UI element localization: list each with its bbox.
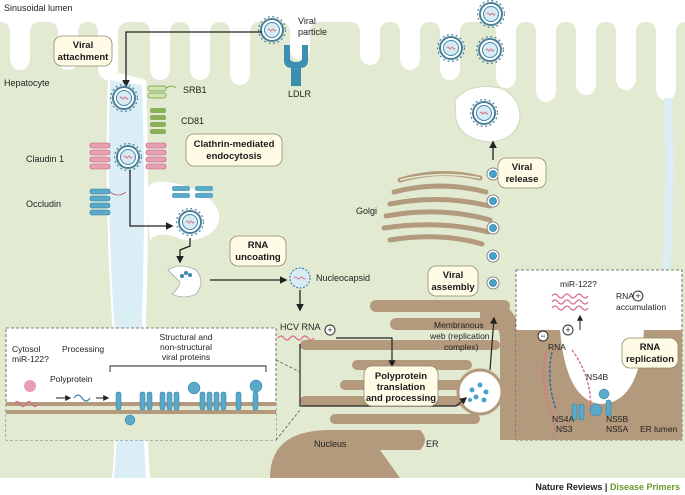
viral-attachment-line2: attachment	[58, 52, 110, 63]
label-ns3: NS3	[556, 424, 573, 434]
transport-vesicle-icon	[486, 194, 500, 208]
label-membranous-1: Membranous	[434, 320, 484, 330]
label-structural-1: Structural and	[160, 332, 213, 342]
polyprotein-line1: Polyprotein	[375, 371, 427, 382]
polyprotein-line2: translation	[377, 382, 426, 393]
ribosome-icon	[13, 380, 39, 408]
footer-separator: |	[602, 482, 610, 492]
ldlr-receptor-icon	[284, 45, 308, 86]
cd81-receptor-icon	[150, 108, 166, 134]
uncoating-vesicle-icon	[167, 265, 202, 298]
label-sinusoidal-lumen: Sinusoidal lumen	[4, 3, 73, 13]
golgi-apparatus-icon	[381, 171, 493, 247]
transport-vesicle-icon	[486, 221, 500, 235]
rna-accumulation-icon	[551, 290, 644, 311]
accum-plus-sign: +	[635, 291, 640, 301]
footer-credit: Nature Reviews | Disease Primers	[535, 482, 680, 492]
label-structural-2: non-structural	[160, 342, 212, 352]
hcv-rna-strand-icon	[277, 324, 336, 341]
label-golgi: Golgi	[356, 206, 377, 216]
nucleocapsid-icon	[289, 267, 311, 289]
rna-replication-line1: RNA	[640, 342, 661, 353]
label-rna-strand: RNA	[548, 342, 566, 352]
transport-vesicle-icon	[486, 249, 500, 263]
claudin1-receptor-icon	[89, 142, 167, 170]
label-ns5b: NS5B	[606, 414, 629, 424]
translation-inset	[5, 327, 301, 441]
srb1-receptor-icon	[147, 85, 177, 99]
transport-vesicle-icon	[486, 167, 500, 181]
label-processing: Processing	[62, 344, 104, 354]
endocytosis-receptors-icon	[172, 186, 213, 198]
clathrin-line2: endocytosis	[206, 151, 261, 162]
polyprotein-line3: and processing	[366, 393, 436, 404]
replication-strands-icon	[537, 324, 592, 437]
label-mir122-top: miR-122?	[560, 279, 597, 289]
hcv-rna-plus-sign: +	[327, 325, 332, 335]
right-channel	[660, 98, 674, 300]
label-er: ER	[426, 439, 439, 449]
label-nucleus: Nucleus	[314, 439, 347, 449]
rna-uncoating-box	[229, 235, 287, 267]
label-srb1: SRB1	[183, 85, 207, 95]
clathrin-line1: Clathrin-mediated	[194, 139, 275, 150]
rna-replication-line2: replication	[626, 354, 674, 365]
label-ns5a: NS5A	[606, 424, 629, 434]
label-cytosol-mir122: miR-122?	[12, 354, 49, 364]
label-occludin: Occludin	[26, 199, 61, 209]
minus-sign: −	[540, 331, 545, 341]
label-cytosol: Cytosol	[12, 344, 40, 354]
viral-release-box	[497, 157, 547, 189]
viral-assembly-line2: assembly	[431, 282, 475, 293]
replication-complex-icon	[571, 388, 612, 421]
label-ns4a: NS4A	[552, 414, 575, 424]
viral-attachment-line1: Viral	[73, 40, 93, 51]
viral-assembly-line1: Viral	[443, 270, 463, 281]
occludin-receptor-icon	[89, 188, 127, 216]
label-particle: particle	[298, 27, 327, 37]
viral-release-line2: release	[506, 174, 539, 185]
polyprotein-box	[363, 365, 439, 407]
rna-uncoating-line2: uncoating	[235, 252, 281, 263]
rna-replication-box	[621, 337, 679, 369]
footer-journal: Nature Reviews	[535, 482, 602, 492]
viral-assembly-box	[427, 265, 479, 297]
viral-release-line1: Viral	[512, 162, 532, 173]
label-hcv-rna: HCV RNA	[280, 322, 321, 332]
clathrin-endocytosis-box	[185, 133, 283, 167]
label-claudin1: Claudin 1	[26, 154, 64, 164]
viral-proteins-icon	[115, 379, 263, 426]
label-rna-accum-2: accumulation	[616, 302, 666, 312]
footer-section: Disease Primers	[610, 482, 680, 492]
label-membranous-2: web (replication	[429, 331, 490, 341]
membranous-web-icon	[456, 368, 504, 416]
label-cd81: CD81	[181, 116, 204, 126]
strand-plus-sign: +	[565, 325, 570, 335]
sinusoidal-lumen	[0, 0, 685, 102]
label-polyprotein: Polyprotein	[50, 374, 93, 384]
label-rna-accum-1: RNA	[616, 291, 634, 301]
viral-attachment-box	[53, 35, 113, 67]
label-nucleocapsid: Nucleocapsid	[316, 273, 370, 283]
nucleus	[270, 430, 425, 478]
label-viral: Viral	[298, 16, 316, 26]
label-hepatocyte: Hepatocyte	[4, 78, 50, 88]
label-ns4b: NS4B	[586, 372, 609, 382]
label-ldlr: LDLR	[288, 89, 312, 99]
transport-vesicle-icon	[486, 276, 500, 290]
rna-uncoating-line1: RNA	[248, 240, 269, 251]
label-er-lumen: ER lumen	[640, 424, 678, 434]
label-structural-3: viral proteins	[162, 352, 210, 362]
label-membranous-3: complex)	[444, 342, 479, 352]
